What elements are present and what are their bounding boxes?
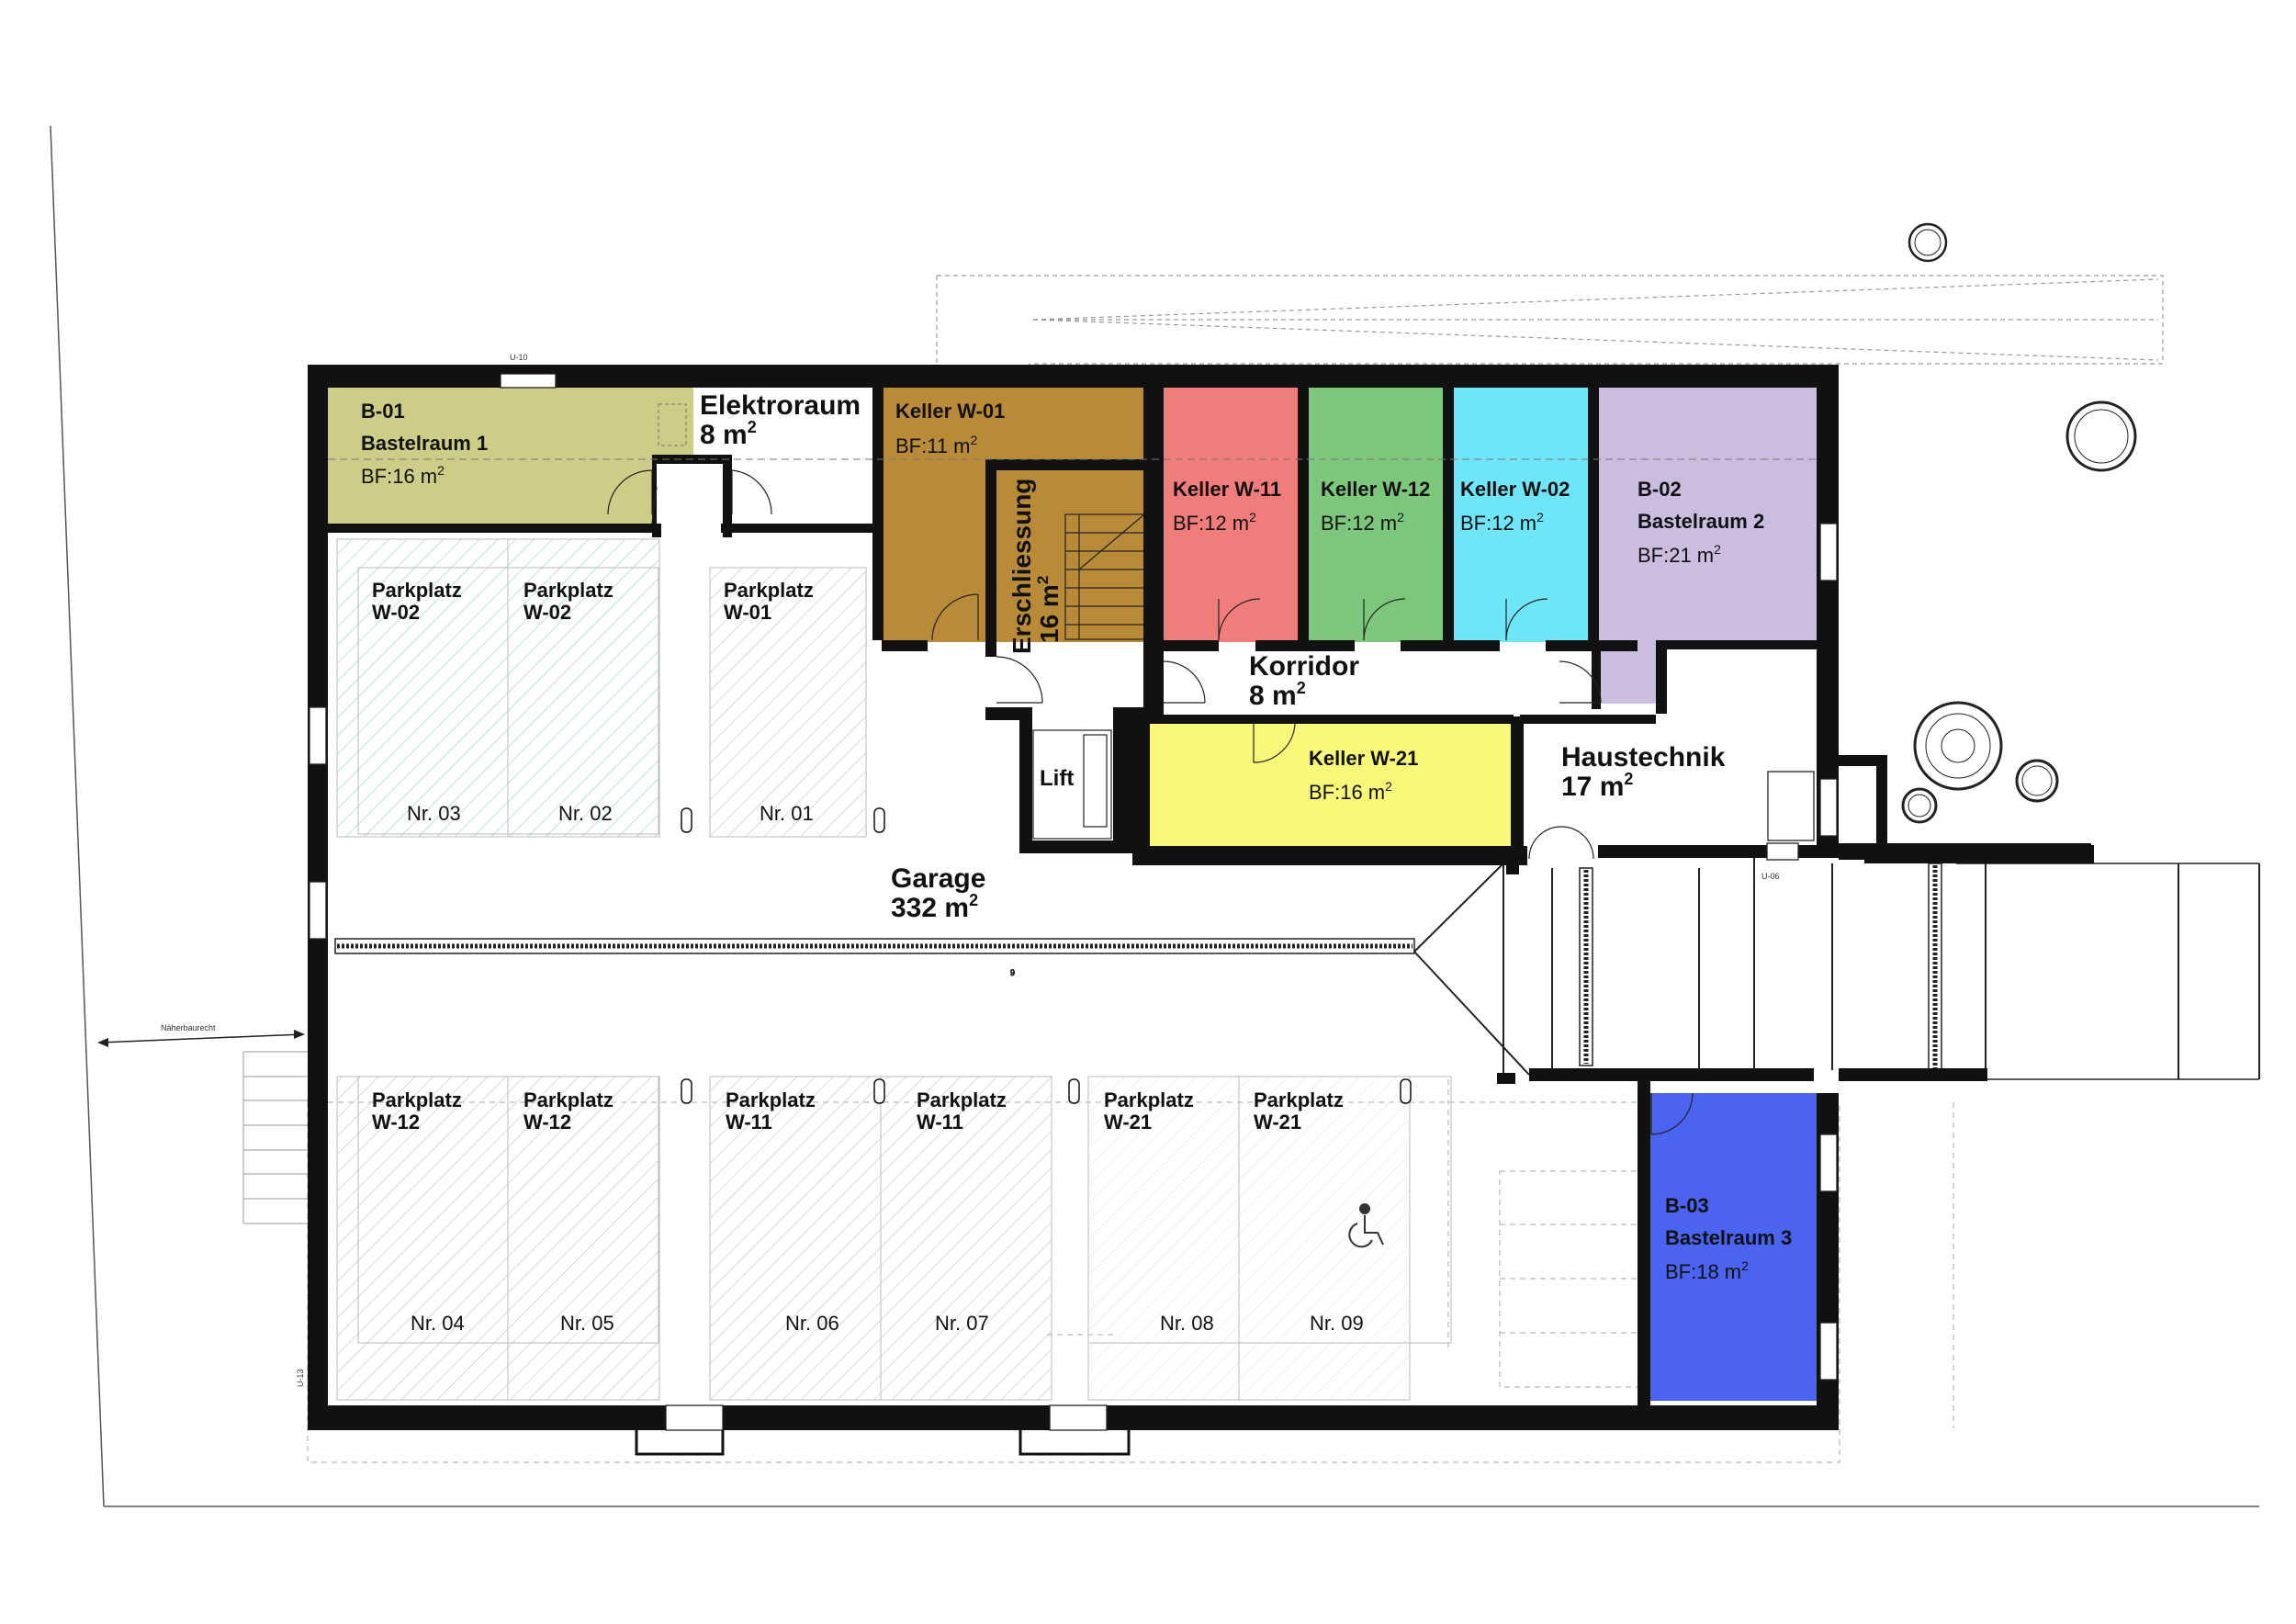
elektro-area: 8 m2: [700, 418, 757, 450]
parking-bottom-labels: Parkplatz W-12 Nr. 04 Parkplatz W-12 Nr.…: [372, 1088, 1364, 1335]
parking-owner: W-21: [1254, 1111, 1301, 1133]
room-bastelraum-1: [326, 388, 693, 524]
tag-u06: U-06: [1761, 872, 1780, 881]
parking-bottom: [336, 1076, 1411, 1401]
staircase: [1064, 513, 1145, 640]
b03-code: B-03: [1665, 1194, 1709, 1217]
room-bastelraum-3: [1649, 1093, 1817, 1401]
keller-w01-area: BF:11 m2: [895, 433, 978, 457]
parking-label: Parkplatz: [726, 1088, 816, 1111]
keller-w11-area: BF:12 m2: [1173, 510, 1256, 535]
parking-owner: W-11: [917, 1111, 963, 1133]
parking-label: Parkplatz: [372, 1088, 462, 1111]
room-keller-w02: [1454, 388, 1592, 642]
keller-w12-area: BF:12 m2: [1321, 510, 1404, 535]
parking-top: [336, 538, 867, 838]
window-bays: [635, 1430, 1131, 1456]
haustechnik-area: 17 m2: [1561, 770, 1633, 802]
parking-inner-frames: [357, 567, 1452, 1344]
dashed-outline-lower: [307, 1079, 1954, 1463]
erschliessung-area: 16 m2: [1034, 576, 1064, 643]
haustechnik-name: Haustechnik: [1561, 742, 1726, 773]
keller-w12-name: Keller W-12: [1321, 478, 1430, 501]
parking-label: Parkplatz: [1254, 1088, 1344, 1111]
keller-w21-area: BF:16 m2: [1309, 779, 1392, 804]
bollards: [681, 807, 1412, 1104]
b02-name: Bastelraum 2: [1638, 510, 1764, 533]
parking-label: Parkplatz: [523, 579, 613, 602]
parking-number: Nr. 04: [411, 1312, 465, 1335]
b01-code: B-01: [361, 400, 405, 423]
wheelchair-icon: [1348, 1203, 1384, 1248]
room-keller-w11: [1164, 388, 1301, 642]
erschliessung-name: Erschliessung: [1007, 479, 1036, 654]
parking-owner: W-11: [726, 1111, 772, 1133]
parking-number: Nr. 02: [558, 802, 613, 825]
korridor-area: 8 m2: [1249, 679, 1306, 711]
b02-area: BF:21 m2: [1638, 542, 1721, 567]
lift-name: Lift: [1040, 766, 1074, 791]
b03-name: Bastelraum 3: [1665, 1226, 1792, 1249]
tag-u13: U-13: [296, 1369, 305, 1387]
parking-owner: W-02: [372, 601, 420, 624]
parking-owner: W-21: [1104, 1111, 1152, 1133]
parking-owner: W-01: [724, 601, 771, 624]
keller-w02-area: BF:12 m2: [1460, 510, 1544, 535]
keller-w01-name: Keller W-01: [895, 400, 1005, 423]
elektro-name: Elektroraum: [700, 390, 861, 421]
room-keller-w21: [1145, 723, 1511, 846]
tree-icon: [1901, 222, 2137, 824]
doors: [607, 464, 1694, 1135]
b01-name: Bastelraum 1: [361, 432, 488, 455]
parking-label: Parkplatz: [372, 579, 462, 602]
b01-area: BF:16 m2: [361, 463, 445, 488]
garage-name: Garage: [891, 863, 985, 894]
parking-owner: W-12: [523, 1111, 571, 1133]
keller-w02-name: Keller W-02: [1460, 478, 1570, 501]
parking-number: Nr. 09: [1310, 1312, 1364, 1335]
ramp-lines: [242, 1051, 309, 1224]
drain-channel: 9: [334, 938, 1415, 978]
parking-number: Nr. 07: [935, 1312, 989, 1335]
naeherbaurecht-marker: Näherbaurecht: [97, 1023, 305, 1047]
gutter-mark: 9: [1010, 968, 1015, 977]
parking-label: Parkplatz: [1104, 1088, 1194, 1111]
parking-owner: W-12: [372, 1111, 420, 1133]
b02-code: B-02: [1638, 478, 1682, 501]
room-keller-w12: [1309, 388, 1446, 642]
b03-area: BF:18 m2: [1665, 1258, 1749, 1283]
garage-area: 332 m2: [891, 891, 978, 923]
parking-label: Parkplatz: [917, 1088, 1007, 1111]
property-boundary: [50, 125, 2259, 1507]
parking-label: Parkplatz: [724, 579, 814, 602]
parking-number: Nr. 08: [1160, 1312, 1214, 1335]
ramp-entrance: [1413, 854, 2260, 1080]
haustechnik-unit: [1767, 771, 1815, 841]
parking-number: Nr. 05: [560, 1312, 614, 1335]
tag-u10: U-10: [510, 353, 528, 362]
parking-number: Nr. 03: [407, 802, 461, 825]
keller-w11-name: Keller W-11: [1173, 478, 1281, 501]
room-bastelraum-2: [1599, 388, 1817, 704]
windows: [309, 373, 1838, 1431]
naeherbaurecht-label: Näherbaurecht: [161, 1023, 216, 1032]
parking-label: Parkplatz: [523, 1088, 613, 1111]
korridor-name: Korridor: [1249, 651, 1359, 682]
dashed-outline-upper: [936, 275, 2164, 365]
b01-cabinet: [658, 403, 687, 446]
parking-number: Nr. 06: [785, 1312, 839, 1335]
parking-number: Nr. 01: [760, 802, 814, 825]
parking-owner: W-02: [523, 601, 571, 624]
lift-car: [1032, 729, 1112, 840]
ramp-grates: [1579, 863, 1942, 1071]
keller-w21-name: Keller W-21: [1309, 747, 1418, 770]
parking-top-labels: Parkplatz W-02 Nr. 03 Parkplatz W-02 Nr.…: [372, 579, 814, 825]
